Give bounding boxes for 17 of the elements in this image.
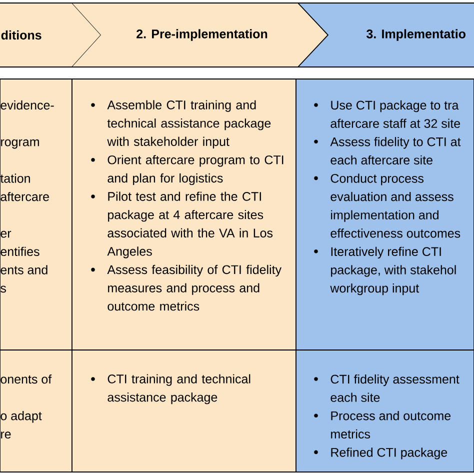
node-label: 2. Pre-implementation	[136, 29, 268, 41]
node-label: implementation and	[331, 210, 438, 222]
node-label: workgroup input	[330, 283, 420, 296]
node-label: each aftercare site	[330, 155, 432, 165]
chevron-header: ditions	[0, 2, 102, 68]
node-label: Conduct process	[330, 174, 424, 186]
node-label: Iteratively refine CTI	[331, 246, 441, 258]
table-cell: CTI fidelity assessment each site Process and outcome metrics Refined CTI package	[296, 350, 474, 472]
node-label: Use CTI package to tra	[331, 100, 459, 112]
node-label: effectiveness outcomes	[330, 228, 460, 238]
node-label: aftercare staff at 32 site	[330, 118, 460, 128]
node-label: ditions	[1, 30, 42, 40]
chevron-header: 3. Implementatio	[296, 2, 474, 68]
node-label: evaluation and assess	[330, 192, 454, 202]
table-cell: onents of o adapt re	[0, 350, 72, 472]
node-label: package, with stakehol	[331, 265, 456, 277]
node-label: Assess fidelity to CTI at	[330, 137, 461, 149]
